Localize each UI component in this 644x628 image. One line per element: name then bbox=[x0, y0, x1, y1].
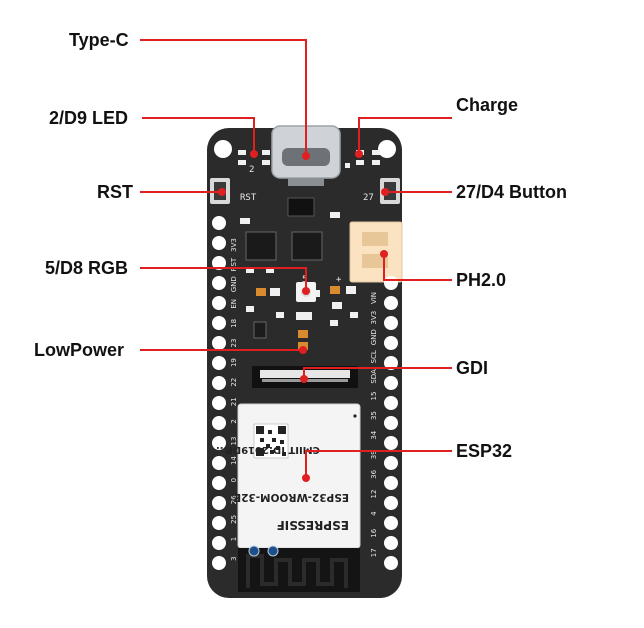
module-brand: ESPRESSIF bbox=[277, 518, 349, 532]
left-pin-label-12: 0 bbox=[230, 478, 238, 482]
label-rst: RST bbox=[97, 182, 133, 202]
ph20-connector bbox=[349, 221, 403, 283]
left-pin-label-13: 26 bbox=[230, 495, 238, 504]
dot-type-c bbox=[302, 152, 310, 160]
right-pin-label-5: 15 bbox=[370, 392, 378, 401]
dot-d4-button bbox=[381, 188, 389, 196]
right-pin-label-0: VIN bbox=[370, 292, 378, 304]
left-pin-label-5: 23 bbox=[230, 339, 238, 348]
left-pin-label-2: GND bbox=[230, 276, 238, 292]
callout-leaders bbox=[140, 39, 452, 482]
label-d8-rgb: 5/D8 RGB bbox=[45, 258, 129, 278]
label-charge: Charge bbox=[456, 95, 519, 115]
left-pin-label-0: 3V3 bbox=[230, 238, 238, 252]
silk-rst: RST bbox=[240, 193, 257, 203]
left-pin-label-16: 3 bbox=[230, 556, 238, 560]
left-pin-label-9: 2 bbox=[230, 419, 238, 423]
silk-rgb-pin: 5 bbox=[302, 275, 307, 285]
leader-charge bbox=[358, 117, 452, 154]
label-gdi: GDI bbox=[456, 358, 489, 378]
leader-d8-rgb bbox=[140, 267, 307, 291]
antenna bbox=[238, 545, 360, 592]
right-pin-label-3: SCL bbox=[370, 350, 378, 363]
label-ph20: PH2.0 bbox=[456, 270, 507, 290]
dot-charge bbox=[355, 150, 363, 158]
right-pin-label-1: 3V3 bbox=[370, 311, 378, 325]
left-header bbox=[212, 216, 226, 570]
label-esp32: ESP32 bbox=[456, 441, 513, 461]
silk-plus: + bbox=[336, 275, 342, 285]
right-pin-label-7: 34 bbox=[370, 430, 378, 439]
left-pin-label-15: 1 bbox=[230, 537, 238, 541]
module-name: ESP32-WROOM-32E bbox=[234, 491, 349, 503]
dot-rst bbox=[218, 188, 226, 196]
left-pin-label-11: 14 bbox=[230, 456, 238, 465]
dot-d9-led bbox=[250, 150, 258, 158]
leader-d9-led bbox=[142, 117, 255, 154]
dot-lowpower bbox=[299, 346, 307, 354]
right-pin-label-8: 39 bbox=[370, 450, 378, 459]
label-type-c: Type-C bbox=[69, 30, 129, 50]
dot-gdi bbox=[300, 375, 308, 383]
dot-ph20 bbox=[380, 250, 388, 258]
mount-hole-tl bbox=[214, 140, 232, 158]
right-pin-label-6: 35 bbox=[370, 411, 378, 420]
dot-esp32 bbox=[302, 474, 310, 482]
lowpower-pad bbox=[298, 330, 308, 338]
silk-btn-pin: 27 bbox=[363, 193, 374, 203]
leader-type-c bbox=[140, 39, 307, 156]
right-pin-label-10: 12 bbox=[370, 490, 378, 499]
label-d4-button: 27/D4 Button bbox=[456, 182, 568, 202]
right-pin-label-11: 4 bbox=[370, 511, 378, 516]
module-cert: CMIIT ID:2019DP... bbox=[216, 444, 320, 455]
left-pin-label-4: 18 bbox=[230, 319, 238, 328]
left-pin-label-3: EN bbox=[230, 299, 238, 309]
right-pin-label-4: SDA bbox=[370, 369, 378, 384]
left-pin-label-7: 22 bbox=[230, 378, 238, 387]
esp32-module bbox=[237, 403, 361, 549]
right-pin-label-12: 16 bbox=[370, 528, 378, 537]
label-lowpower: LowPower bbox=[34, 340, 125, 360]
left-pin-label-6: 19 bbox=[230, 358, 238, 367]
left-pin-label-8: 21 bbox=[230, 397, 238, 406]
left-pin-label-14: 25 bbox=[230, 515, 238, 524]
dot-d8-rgb bbox=[302, 287, 310, 295]
right-header bbox=[384, 276, 398, 570]
silk-led-pin: 2 bbox=[249, 165, 254, 175]
mount-hole-tr bbox=[378, 140, 396, 158]
left-pin-label-1: RST bbox=[230, 257, 238, 271]
left-pin-label-10: 13 bbox=[230, 437, 238, 446]
label-d9-led: 2/D9 LED bbox=[49, 108, 129, 128]
right-pin-label-13: 17 bbox=[370, 548, 378, 557]
right-pin-label-9: 36 bbox=[370, 469, 378, 478]
leader-ph20 bbox=[383, 254, 452, 281]
right-pin-label-2: GND bbox=[370, 329, 378, 345]
leader-esp32 bbox=[305, 450, 452, 478]
